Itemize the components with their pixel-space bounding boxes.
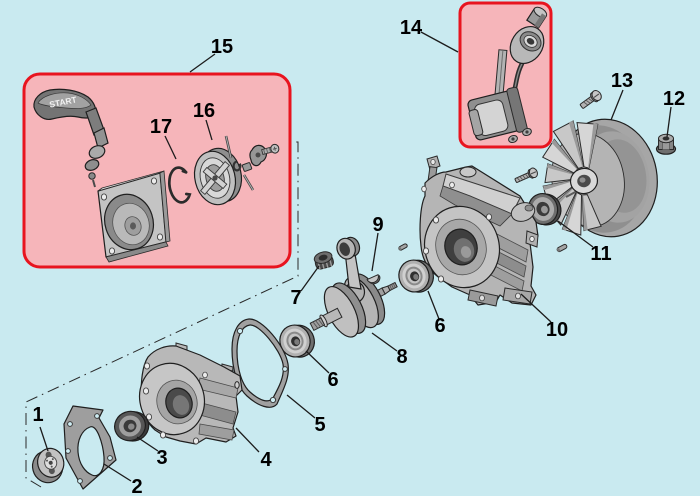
callout-label-5[interactable]: 5 xyxy=(314,414,325,436)
part-crankshaft xyxy=(309,236,398,338)
part-gasket-crankcase xyxy=(231,318,289,408)
leader-lines xyxy=(39,31,672,482)
leader-line-6b xyxy=(427,290,440,320)
screw-flywheel xyxy=(579,90,602,109)
dowel-pin-left xyxy=(398,243,408,251)
leader-line-11 xyxy=(557,220,594,248)
leader-line-15 xyxy=(189,53,216,73)
callout-label-13[interactable]: 13 xyxy=(611,70,633,92)
callout-label-17[interactable]: 17 xyxy=(150,116,172,138)
callout-label-12[interactable]: 12 xyxy=(663,88,685,110)
leader-line-17 xyxy=(164,135,177,160)
dowel-pin-right xyxy=(556,243,568,253)
part-nut xyxy=(655,133,677,155)
leader-line-3 xyxy=(136,436,159,452)
callout-label-4[interactable]: 4 xyxy=(260,449,272,471)
part-gasket-plate xyxy=(63,405,117,490)
leader-line-8 xyxy=(371,332,398,352)
starter-small-parts xyxy=(224,135,280,191)
callout-label-15[interactable]: 15 xyxy=(211,36,233,58)
part-woodruff-key xyxy=(366,273,381,285)
leader-line-6a xyxy=(305,350,330,374)
part-crankcase-right xyxy=(419,155,539,307)
part-pawl-plate xyxy=(31,447,65,484)
leader-line-12 xyxy=(666,106,672,138)
part-needle-bearing xyxy=(313,251,334,270)
part-bearing-left xyxy=(279,324,315,358)
callout-label-1[interactable]: 1 xyxy=(32,404,43,426)
leader-line-4 xyxy=(235,427,260,453)
part-seal-left xyxy=(114,410,150,442)
part-flywheel xyxy=(541,118,658,238)
leader-line-1 xyxy=(39,426,49,452)
part-circlip xyxy=(167,166,192,204)
callout-label-2[interactable]: 2 xyxy=(131,476,142,496)
leader-line-5 xyxy=(286,394,316,419)
callout-labels: 1 2 3 4 5 6 6 7 8 9 10 11 12 13 14 15 16… xyxy=(32,17,685,496)
callout-label-6a[interactable]: 6 xyxy=(327,369,338,391)
leader-line-2 xyxy=(103,463,132,482)
part-crankcase-left xyxy=(138,342,243,445)
callout-label-6b[interactable]: 6 xyxy=(434,315,445,337)
callout-label-3[interactable]: 3 xyxy=(156,447,167,469)
part-ignition-coil xyxy=(467,6,548,144)
callout-label-8[interactable]: 8 xyxy=(396,346,407,368)
leader-line-14 xyxy=(420,31,459,53)
part-seal-right xyxy=(527,192,562,226)
leader-line-7 xyxy=(300,265,320,292)
callout-label-11[interactable]: 11 xyxy=(590,243,611,265)
axis-centerline xyxy=(25,141,299,488)
callout-label-7[interactable]: 7 xyxy=(290,287,301,309)
callout-label-14[interactable]: 14 xyxy=(400,17,423,39)
callout-label-9[interactable]: 9 xyxy=(372,214,383,236)
leader-line-16 xyxy=(205,119,213,141)
part-bearing-right xyxy=(398,259,434,293)
part-starter-assembly: START xyxy=(33,88,171,263)
screw-crankcase xyxy=(514,167,538,183)
part-pulley xyxy=(193,147,243,206)
leader-line-9 xyxy=(371,232,379,272)
callout-label-10[interactable]: 10 xyxy=(546,319,568,341)
callout-label-16[interactable]: 16 xyxy=(193,100,215,122)
leader-line-10 xyxy=(520,293,552,323)
leader-line-13 xyxy=(610,89,624,121)
